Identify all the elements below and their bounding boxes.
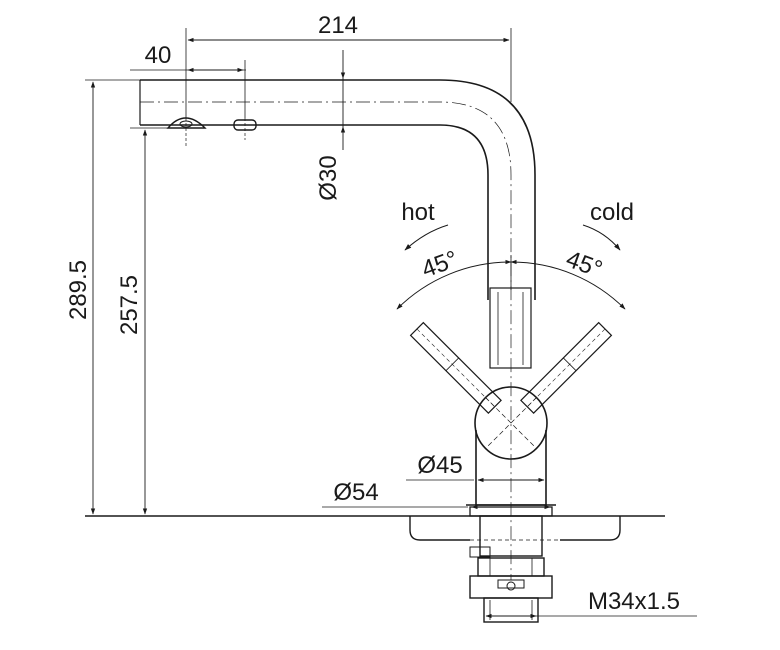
cold-label: cold bbox=[590, 199, 634, 226]
dimension-body-diameter: Ø45 bbox=[406, 452, 545, 483]
spout bbox=[139, 79, 536, 580]
dimension-aerator-offset-label: 40 bbox=[145, 42, 172, 69]
rotation-cold: cold 45° bbox=[562, 199, 634, 283]
angle-arcs bbox=[396, 255, 626, 310]
rotation-hot: hot 45° bbox=[401, 199, 461, 283]
lever-hot-position bbox=[409, 321, 502, 414]
dimension-spout-diameter-label: Ø30 bbox=[315, 155, 342, 200]
dimension-thread: M34x1.5 bbox=[485, 588, 697, 619]
dimension-base-diameter: Ø54 bbox=[322, 479, 551, 510]
aerator-main bbox=[166, 117, 207, 129]
dimension-total-height: 289.5 bbox=[65, 79, 140, 515]
mounting-shank bbox=[469, 515, 553, 623]
angle-hot-label: 45° bbox=[418, 246, 461, 284]
dimension-spout-height-label: 257.5 bbox=[116, 275, 143, 335]
dimension-total-reach: 214 bbox=[185, 12, 512, 118]
hot-label: hot bbox=[401, 199, 435, 226]
dimension-aerator-offset: 40 bbox=[130, 42, 246, 118]
dimension-total-height-label: 289.5 bbox=[65, 260, 92, 320]
countertop bbox=[85, 515, 665, 541]
dimension-base-diameter-label: Ø54 bbox=[333, 479, 378, 506]
dimension-body-diameter-label: Ø45 bbox=[417, 452, 462, 479]
dimension-total-reach-label: 214 bbox=[318, 12, 358, 39]
dimension-spout-diameter: Ø30 bbox=[315, 50, 346, 201]
aerator-secondary bbox=[233, 118, 257, 140]
dimension-thread-label: M34x1.5 bbox=[588, 588, 680, 615]
lever-cold-position bbox=[520, 321, 613, 414]
angle-cold-label: 45° bbox=[562, 246, 605, 284]
dimension-spout-height: 257.5 bbox=[116, 127, 168, 515]
lever-hub bbox=[474, 386, 548, 460]
